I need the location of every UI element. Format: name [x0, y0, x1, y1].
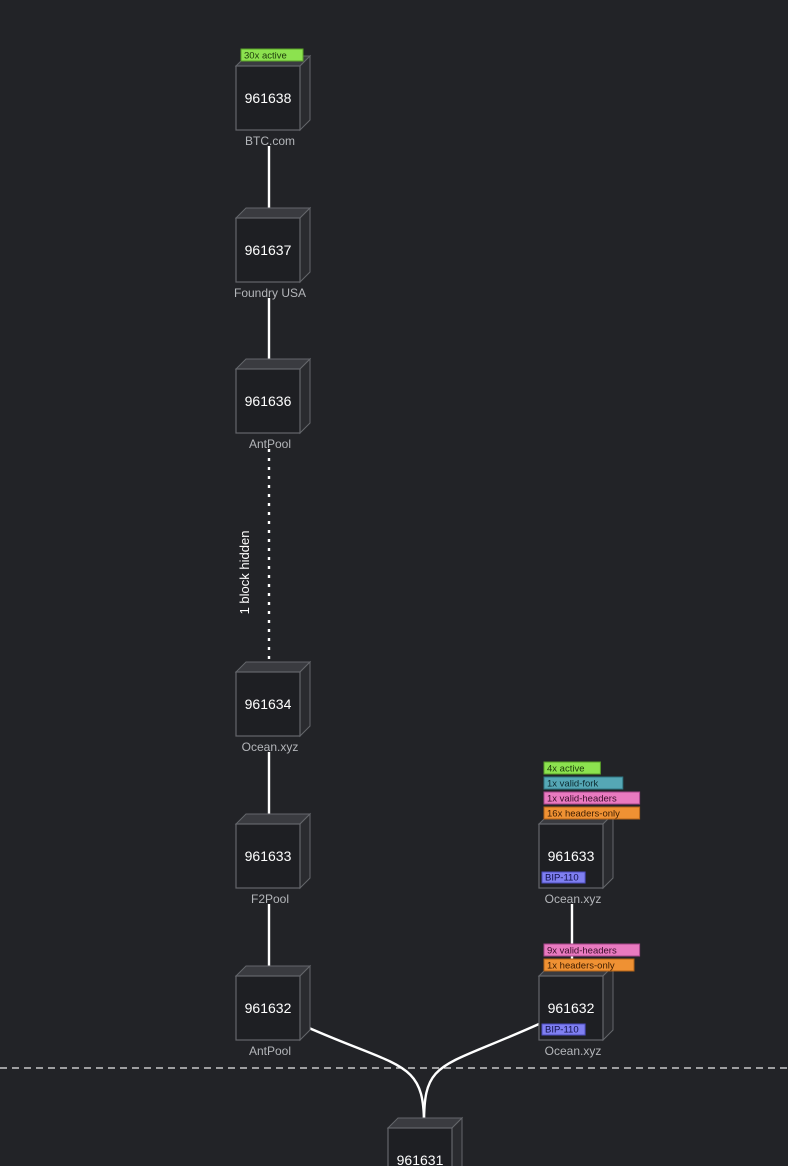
- block-cube-top: [234, 207, 312, 219]
- tag-label: 16x headers-only: [547, 809, 620, 820]
- block-cube-side: [299, 964, 311, 1042]
- block-height-number: 961638: [245, 90, 292, 106]
- block-cube-top: [386, 1117, 464, 1129]
- tag-background: [543, 958, 635, 972]
- tag-background: [543, 776, 624, 790]
- tag-background: [240, 48, 304, 62]
- block-cube-front: [235, 368, 301, 434]
- block-cube-front: [235, 65, 301, 131]
- block-height-number: 961632: [245, 1000, 292, 1016]
- block-cube-front: [235, 671, 301, 737]
- block-pool-name: Ocean.xyz: [242, 740, 299, 754]
- tag-label: 4x active: [547, 764, 585, 775]
- block-pool-name: Foundry USA: [234, 286, 306, 300]
- block-height-number: 961631: [397, 1152, 444, 1166]
- block-height-number: 961633: [245, 848, 292, 864]
- block-cube-top: [234, 358, 312, 370]
- tag-label: BIP-110: [545, 873, 579, 884]
- block-height-number: 961633: [548, 848, 595, 864]
- tag-background: [543, 791, 641, 805]
- block-961631[interactable]: 961631: [386, 1116, 464, 1166]
- block-pool-name: F2Pool: [251, 892, 289, 906]
- tag-label: 9x valid-headers: [547, 946, 617, 957]
- tag-label: 1x headers-only: [547, 961, 615, 972]
- block-pool-name: Ocean.xyz: [545, 1044, 602, 1058]
- tag-label: 30x active: [244, 51, 287, 62]
- tag-valid-fork: 1x valid-fork: [543, 776, 624, 790]
- tag-headers-only: 16x headers-only: [543, 806, 641, 820]
- block-pool-name: BTC.com: [245, 134, 295, 148]
- tag-label: BIP-110: [545, 1025, 579, 1036]
- block-cube-side: [299, 54, 311, 132]
- tag-background: [541, 871, 586, 884]
- tag-valid-headers: 1x valid-headers: [543, 791, 641, 805]
- block-height-number: 961634: [245, 696, 292, 712]
- block-height-number: 961637: [245, 242, 292, 258]
- tag-background: [543, 943, 641, 957]
- block-pool-name: AntPool: [249, 1044, 291, 1058]
- block-cube-front: [235, 975, 301, 1041]
- tag-active: 4x active: [543, 761, 601, 775]
- block-cube-top: [234, 661, 312, 673]
- block-cube-front: [387, 1127, 453, 1166]
- tag-active: 30x active: [240, 48, 304, 62]
- block-cube-side: [299, 357, 311, 435]
- block-cube-front: [235, 823, 301, 889]
- inner-tag-BIP-110: BIP-110: [541, 871, 586, 884]
- block-pool-name: Ocean.xyz: [545, 892, 602, 906]
- block-cube-side: [451, 1116, 463, 1166]
- inner-tag-BIP-110: BIP-110: [541, 1023, 586, 1036]
- block-cube-side: [602, 812, 614, 890]
- block-cube-top: [234, 813, 312, 825]
- tag-label: 1x valid-fork: [547, 779, 598, 790]
- tag-background: [543, 806, 641, 820]
- edge-curve-b961632b-b961631: [422, 1022, 540, 1125]
- edge-curve-b961632a-b961631: [299, 1022, 426, 1125]
- block-cube-side: [299, 660, 311, 738]
- tag-label: 1x valid-headers: [547, 794, 617, 805]
- hidden-blocks-label[interactable]: 1 block hidden: [237, 531, 252, 615]
- block-height-number: 961636: [245, 393, 292, 409]
- tag-background: [541, 1023, 586, 1036]
- tag-headers-only: 1x headers-only: [543, 958, 635, 972]
- tag-background: [543, 761, 601, 775]
- edges-layer: 1 block hidden: [237, 146, 574, 1125]
- block-cube-side: [299, 206, 311, 284]
- block-cube-front: [235, 217, 301, 283]
- block-cube-top: [234, 965, 312, 977]
- tag-valid-headers: 9x valid-headers: [543, 943, 641, 957]
- block-cube-side: [602, 964, 614, 1042]
- block-height-number: 961632: [548, 1000, 595, 1016]
- block-cube-side: [299, 812, 311, 890]
- block-pool-name: AntPool: [249, 437, 291, 451]
